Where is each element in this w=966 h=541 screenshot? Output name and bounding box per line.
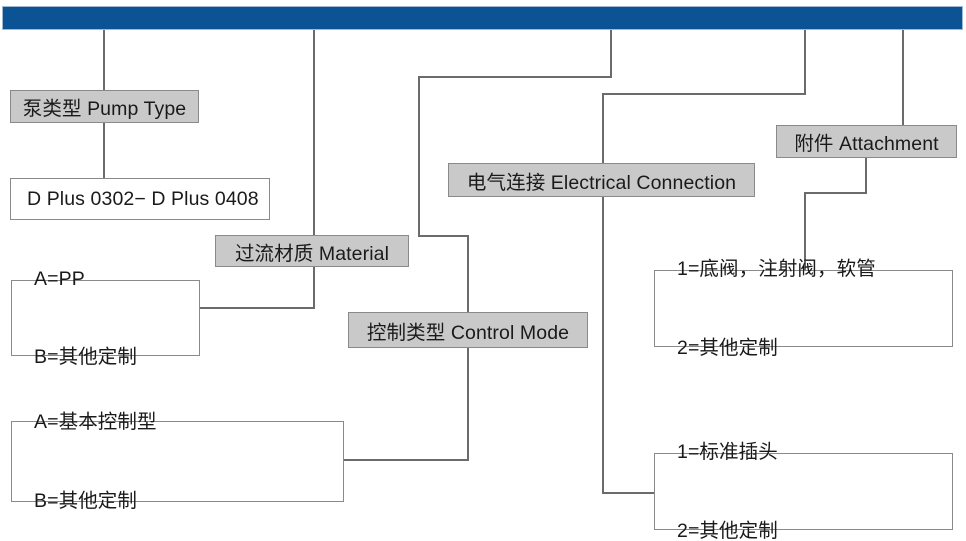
value-line: 2=其他定制 (677, 336, 778, 359)
header-bar (2, 6, 963, 30)
value-line: A=PP (34, 267, 85, 290)
value-lines-control-mode-options: A=基本控制型 B=其他定制 (34, 357, 157, 541)
value-box-electrical-connection-options: 1=标准插头 2=其他定制 (654, 441, 953, 541)
wire-electrical-connection-to-options (601, 197, 654, 495)
category-box-pump-type[interactable]: 泵类型 Pump Type (10, 90, 199, 123)
value-lines-pump-type-range: D Plus 0302− D Plus 0408 (27, 134, 259, 265)
value-line: 1=底阀，注射阀，软管 (677, 258, 876, 281)
value-lines-electrical-connection-options: 1=标准插头 2=其他定制 (677, 387, 778, 541)
value-line: A=基本控制型 (34, 411, 157, 434)
wire-control-mode-to-options (344, 348, 470, 462)
wire-bar-to-electrical-connection (601, 30, 807, 163)
category-box-attachment[interactable]: 附件 Attachment (776, 125, 957, 158)
category-box-material[interactable]: 过流材质 Material (215, 235, 409, 267)
value-box-pump-type-range: D Plus 0302− D Plus 0408 (10, 178, 270, 220)
wire-material-to-options (200, 267, 316, 310)
value-box-attachment-options: 1=底阀，注射阀，软管 2=其他定制 (654, 258, 953, 359)
value-line: B=其他定制 (34, 489, 137, 512)
value-line: D Plus 0302− D Plus 0408 (27, 187, 259, 210)
value-lines-material-options: A=PP B=其他定制 (34, 214, 137, 423)
value-line: B=其他定制 (34, 346, 137, 369)
category-box-electrical-connection[interactable]: 电气连接 Electrical Connection (448, 163, 755, 197)
value-box-material-options: A=PP B=其他定制 (11, 268, 200, 368)
value-lines-attachment-options: 1=底阀，注射阀，软管 2=其他定制 (677, 204, 876, 413)
category-box-control-mode[interactable]: 控制类型 Control Mode (348, 312, 588, 348)
value-line: 2=其他定制 (677, 519, 778, 541)
value-line: 1=标准插头 (677, 441, 778, 464)
value-box-control-mode-options: A=基本控制型 B=其他定制 (11, 411, 344, 512)
